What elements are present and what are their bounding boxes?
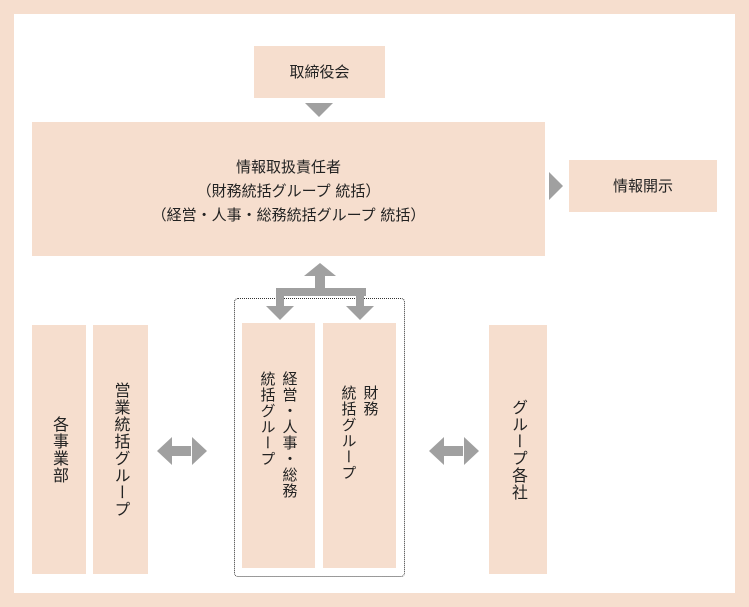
- group-companies-double-arrow: [429, 437, 479, 465]
- officer-title: 情報取扱責任者: [235, 158, 341, 176]
- board-box: 取締役会: [254, 46, 385, 98]
- board-to-officer-arrow: [305, 103, 333, 117]
- group-companies-label: グループ各社: [509, 398, 528, 501]
- finance-group-label: 財務 統括グループ: [338, 385, 382, 481]
- officer-role-management: （経営・人事・総務統括グループ 統括）: [151, 206, 426, 224]
- officer-to-disclosure-arrow: [549, 172, 563, 200]
- management-group-label: 経営・人事・総務 統括グループ: [257, 371, 301, 499]
- groups-to-officer-arrow: [266, 263, 374, 320]
- board-label: 取締役会: [289, 63, 350, 81]
- finance-group-label-line2: 統括グループ: [339, 385, 358, 481]
- divisions-box: 各事業部: [32, 325, 86, 574]
- sales-double-arrow: [157, 437, 207, 465]
- sales-group-label: 営業統括グループ: [111, 381, 131, 518]
- divisions-label: 各事業部: [50, 415, 69, 484]
- finance-group-box: 財務 統括グループ: [323, 323, 396, 568]
- finance-group-label-line1: 財務: [361, 385, 380, 417]
- management-group-label-line2: 統括グループ: [258, 371, 277, 467]
- officer-role-finance: （財務統括グループ 統括）: [196, 182, 381, 200]
- sales-group-box: 営業統括グループ: [93, 325, 148, 574]
- group-companies-box: グループ各社: [489, 325, 547, 574]
- management-group-box: 経営・人事・総務 統括グループ: [242, 323, 315, 568]
- disclosure-label: 情報開示: [612, 177, 673, 195]
- management-group-label-line1: 経営・人事・総務: [280, 371, 299, 499]
- officer-box: 情報取扱責任者 （財務統括グループ 統括） （経営・人事・総務統括グループ 統括…: [32, 122, 545, 256]
- headquarters-group-outline: [234, 298, 405, 577]
- disclosure-box: 情報開示: [569, 160, 717, 212]
